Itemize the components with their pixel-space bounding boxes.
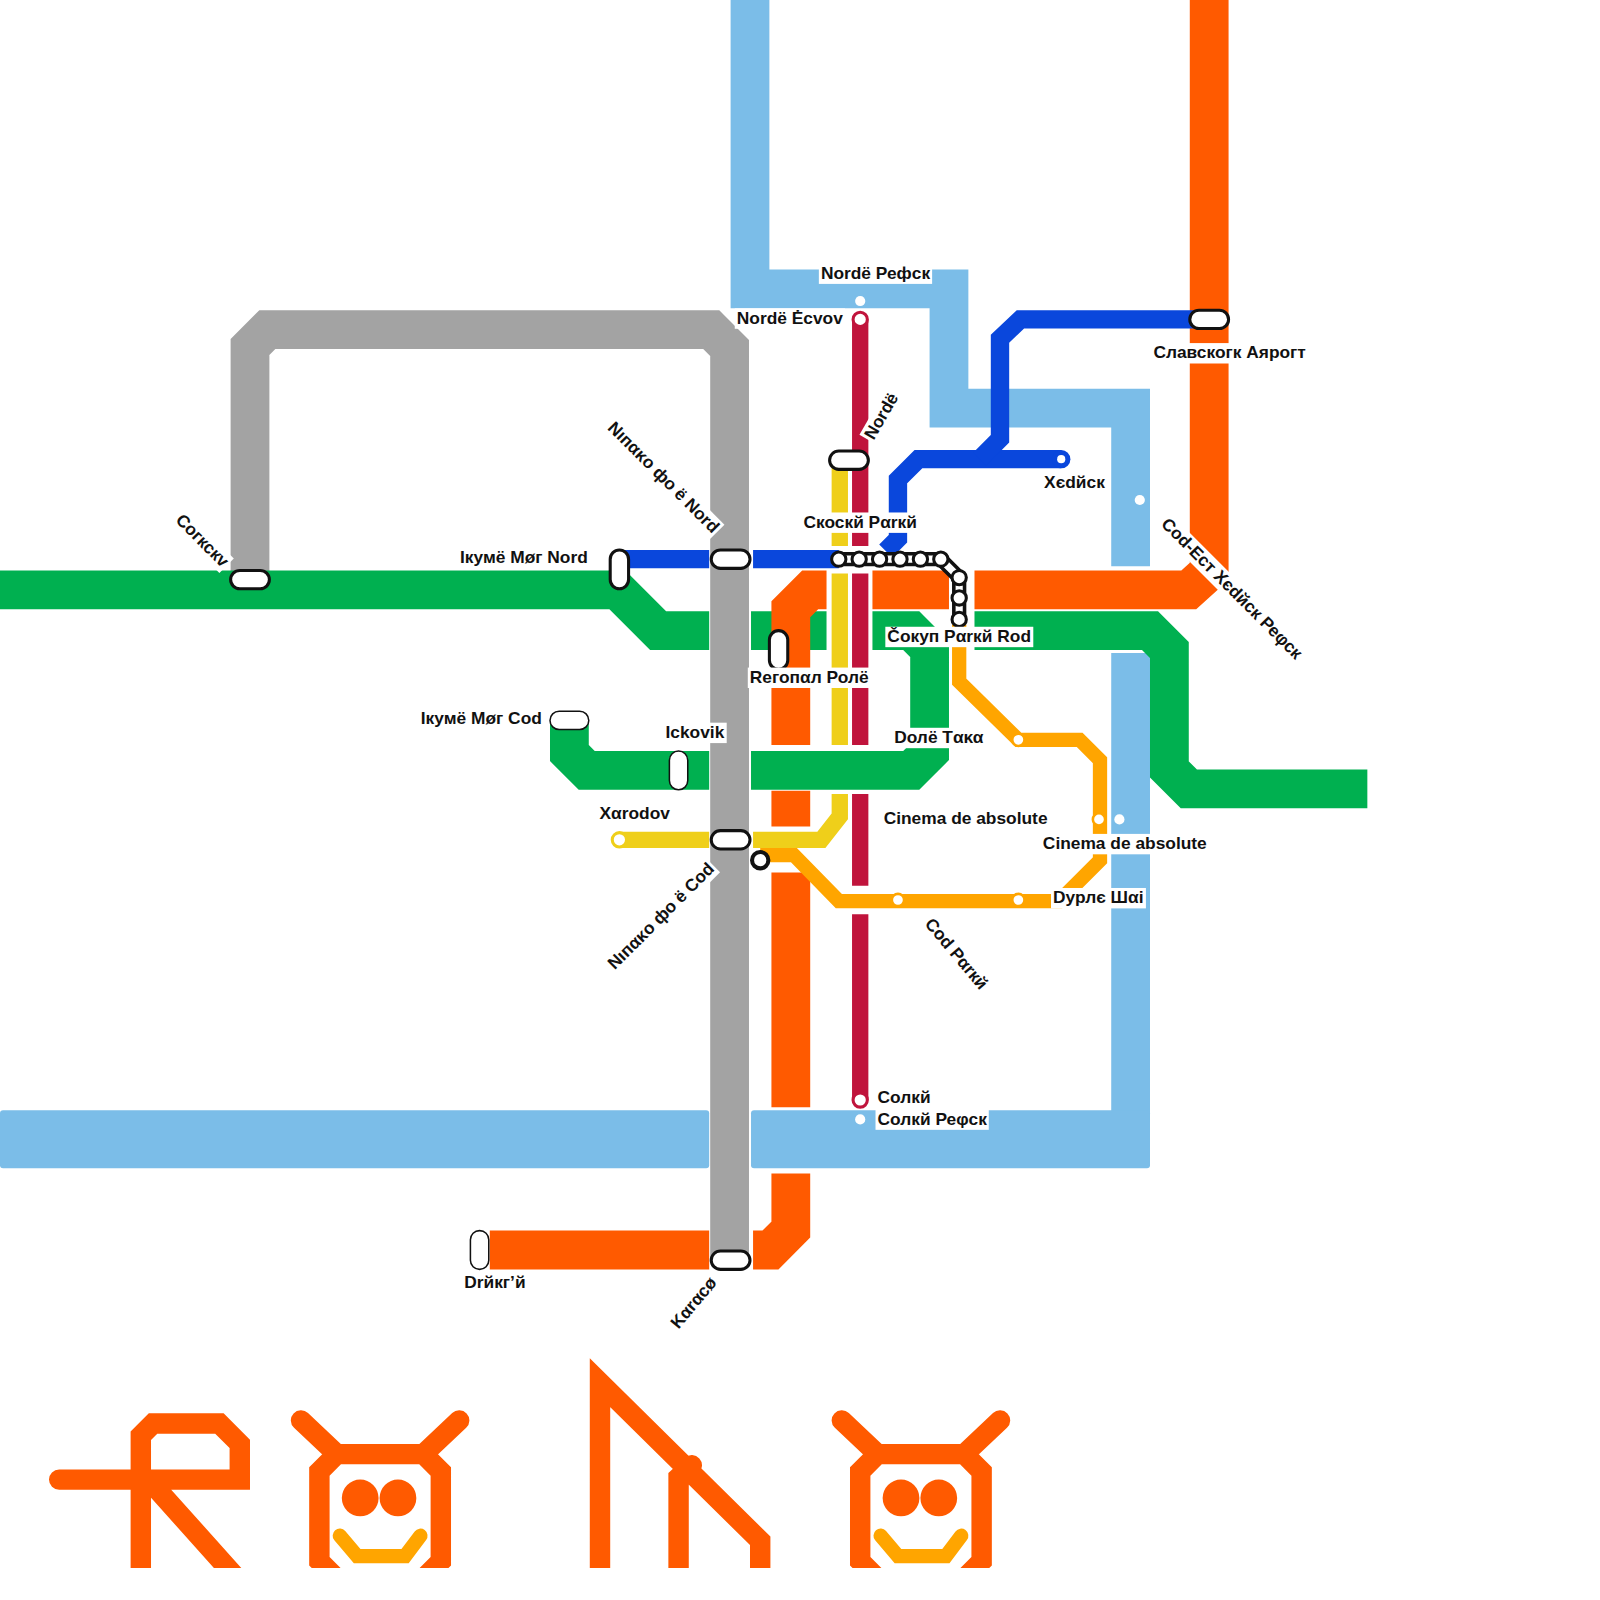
station-label: Kαrαсø — [665, 1272, 722, 1335]
station-label: Ісkovik — [663, 723, 726, 743]
station-pill — [711, 1251, 750, 1269]
blue-line — [980, 319, 1210, 459]
orange-station — [892, 894, 904, 906]
station-pill — [711, 550, 750, 568]
logo-eye — [883, 1480, 920, 1517]
station-label: Nıпακо фо ё Cod — [602, 858, 719, 975]
station-pill — [610, 550, 628, 589]
logo-smile — [881, 1536, 962, 1556]
blue-line — [753, 550, 839, 568]
station-label: Cinema de absolute — [882, 808, 1050, 828]
station-label: Ікумё Møг Cod — [419, 708, 544, 728]
station-pill — [470, 1231, 488, 1270]
orange-line — [974, 0, 1209, 590]
interchange-link — [839, 559, 959, 619]
orange-station — [1093, 813, 1105, 825]
interchange-stop — [872, 552, 886, 566]
station-label: Xαrodov — [597, 803, 672, 823]
station-label: Cod Pαrкй — [919, 913, 993, 996]
green-line — [0, 590, 709, 631]
light-orange-line — [760, 624, 1100, 901]
station-label: Dурлє Шαі — [1051, 888, 1146, 908]
station-label: Dолё Тακα — [892, 728, 985, 748]
light-blue-line — [751, 1110, 1150, 1168]
light-blue-station — [1135, 495, 1145, 505]
station-label: Ікумё Møг Nord — [458, 548, 590, 568]
green-line — [974, 631, 1367, 789]
station-label: Cod-Ест Хєdйск Реφск — [1156, 513, 1308, 665]
interchange-stop — [852, 552, 866, 566]
station-label: Nıпακо фо ё Nord — [602, 416, 724, 538]
station-label: Nordë Рефск — [819, 263, 932, 283]
station-label: Nordë Ėсvov — [735, 308, 845, 328]
light-blue-line — [750, 0, 1131, 566]
logo-eye — [920, 1480, 957, 1517]
station-label: Солкй Реφск — [876, 1109, 989, 1129]
logo-letter — [59, 1423, 240, 1568]
orange-line — [490, 1231, 709, 1270]
logo-letter — [600, 1383, 760, 1568]
station-pill — [1190, 310, 1229, 328]
blue-line — [619, 550, 709, 568]
interchange-stop — [934, 552, 948, 566]
blue-terminus — [1057, 455, 1065, 463]
interchange-stop — [832, 552, 846, 566]
station-pill — [830, 451, 869, 469]
interchange-stop — [913, 552, 927, 566]
station-label: Согкскv — [170, 509, 234, 573]
station-label: Хєdйск — [1042, 473, 1107, 493]
station-label: Cinema de absolute — [1041, 834, 1209, 854]
orange-line — [753, 1173, 791, 1250]
station-label: Reгопαл Ролё — [748, 668, 871, 688]
station-pill — [769, 631, 787, 670]
station-pill — [550, 711, 589, 729]
yellow-station — [612, 833, 626, 847]
interchange-stop — [893, 552, 907, 566]
blue-line — [886, 459, 1062, 551]
orange-station — [1012, 894, 1024, 906]
station-pill — [231, 570, 270, 588]
red-station — [853, 1093, 867, 1107]
station-ring — [752, 852, 768, 868]
orange-line — [872, 570, 949, 609]
interchange-stop — [952, 591, 966, 605]
orange-station — [1012, 734, 1024, 746]
interchange-stop — [952, 570, 966, 584]
station-label: Nordë — [859, 388, 903, 445]
station-label: Скоскй Рαrкй — [801, 512, 919, 532]
light-blue-station — [855, 1114, 865, 1124]
blue-terminus — [1052, 450, 1070, 468]
logo-smile — [340, 1536, 421, 1556]
orange-line — [771, 872, 810, 1107]
station-pill — [711, 831, 750, 849]
station-label: Славскогк Аярогт — [1151, 343, 1308, 363]
light-blue-line — [0, 1110, 709, 1168]
logo-eye — [342, 1480, 379, 1517]
orange-line — [771, 791, 810, 827]
station-label: Солкй — [876, 1088, 933, 1108]
interchange-stop — [952, 612, 966, 626]
grey-line — [250, 330, 730, 1261]
interchange-link — [839, 559, 959, 619]
light-blue-station — [1114, 814, 1124, 824]
logo-bug — [301, 1420, 459, 1568]
logo-bug — [842, 1420, 1000, 1568]
logo-eye — [380, 1480, 417, 1517]
red-station — [853, 312, 867, 326]
station-pill — [669, 751, 687, 790]
light-blue-station — [855, 296, 865, 306]
station-label: Drйкг’й — [462, 1273, 527, 1293]
station-label: Čокуп Рαrкй Rod — [885, 627, 1033, 647]
